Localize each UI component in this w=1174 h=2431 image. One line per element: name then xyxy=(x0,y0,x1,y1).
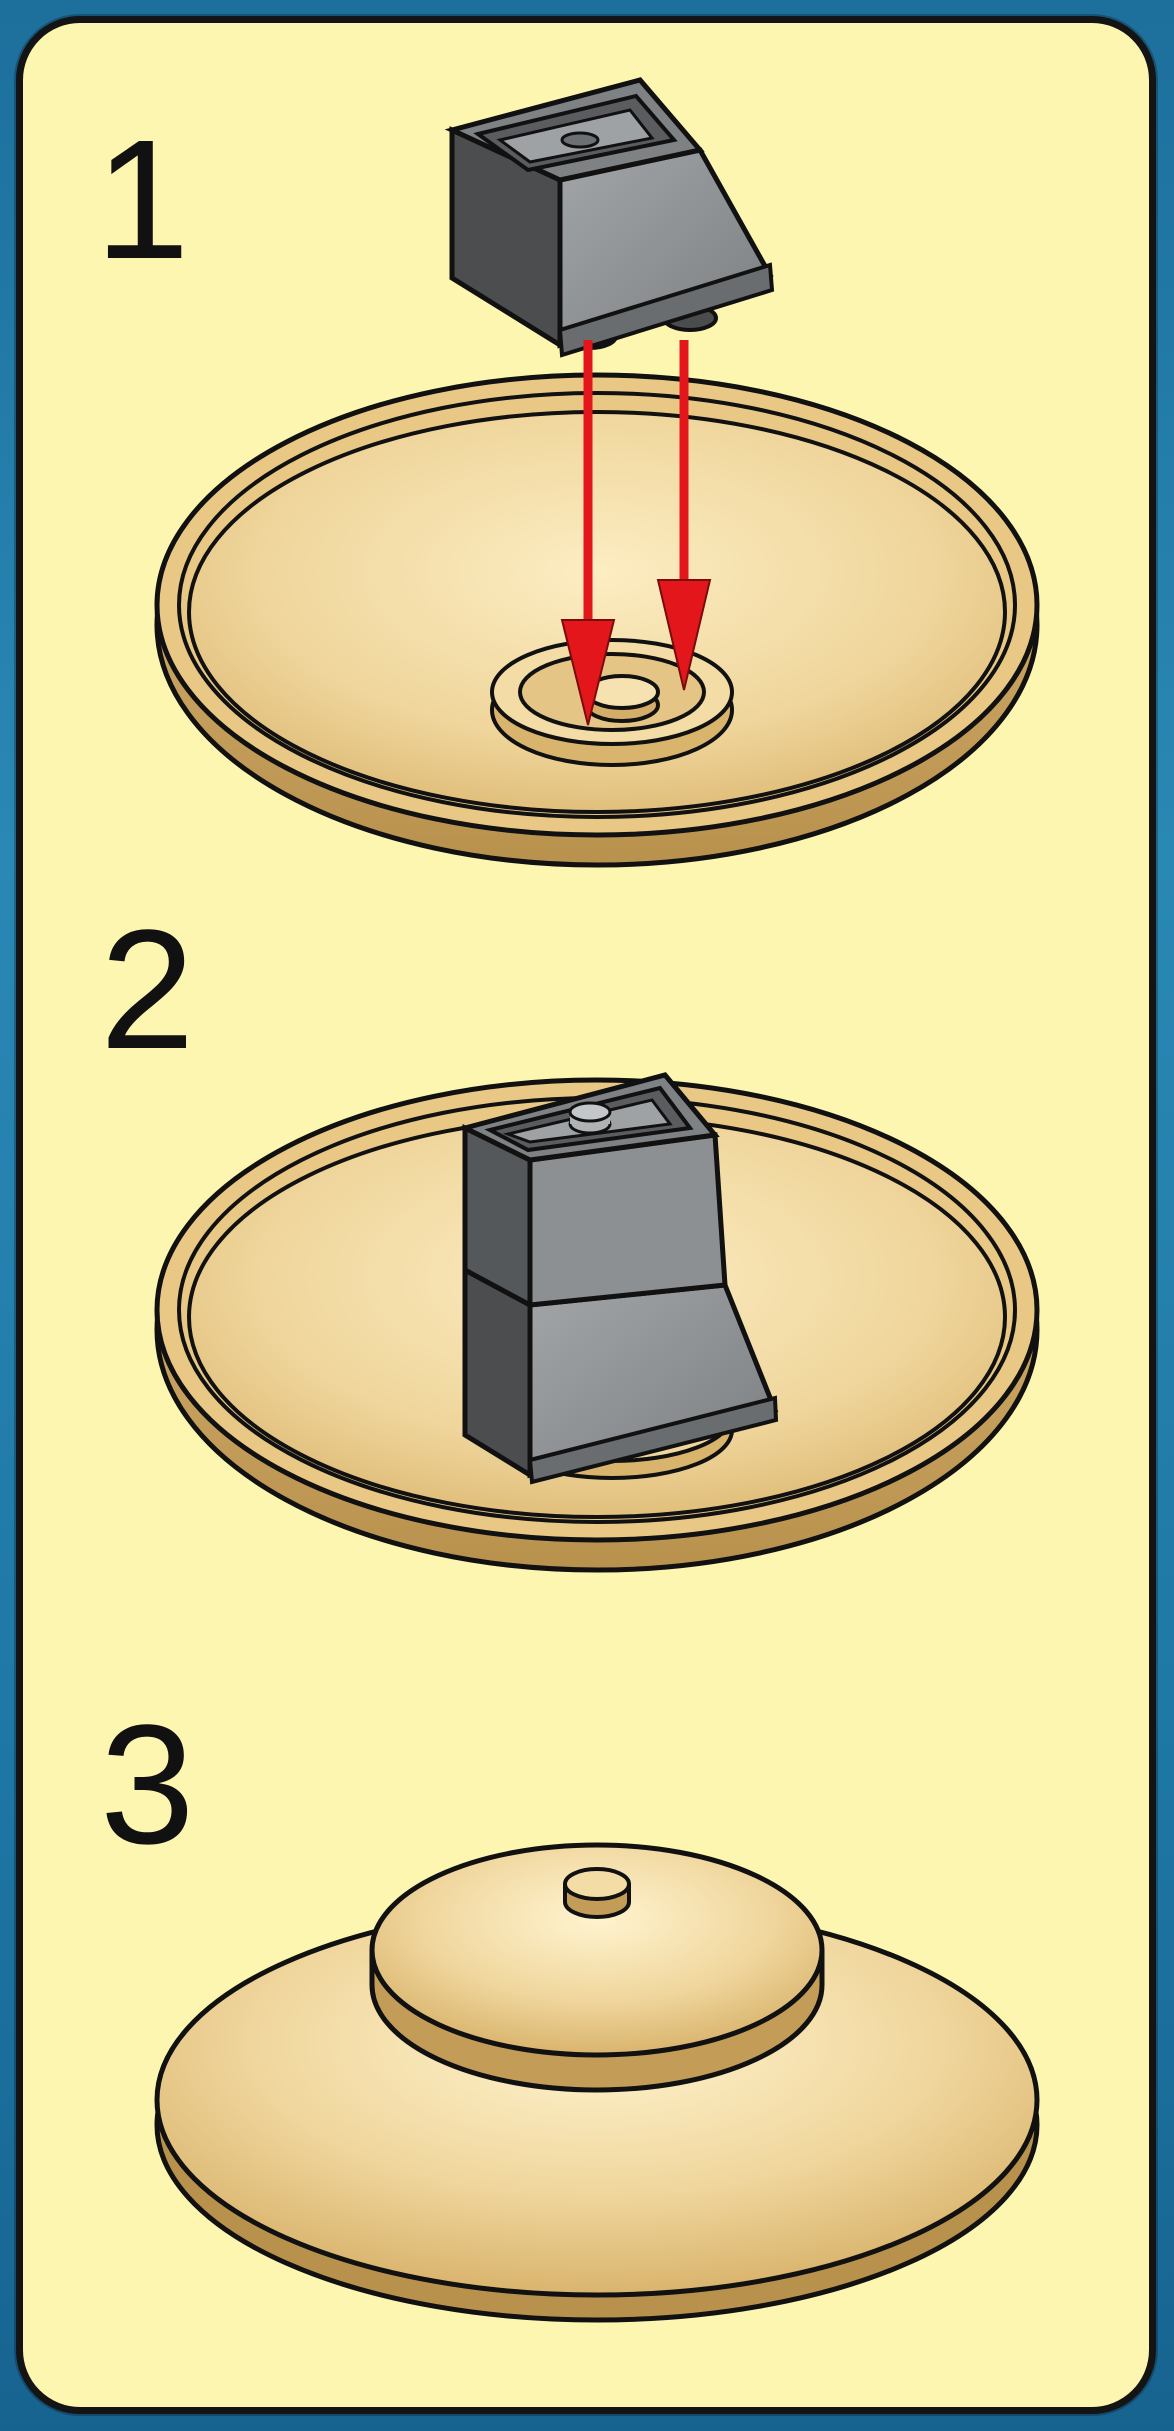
step-2-figure xyxy=(157,1075,1037,1570)
step-3-figure xyxy=(157,1845,1037,2320)
grey-slope-brick-1 xyxy=(452,80,772,355)
radar-dish xyxy=(157,1845,1037,2320)
step-1-figure xyxy=(157,80,1037,865)
